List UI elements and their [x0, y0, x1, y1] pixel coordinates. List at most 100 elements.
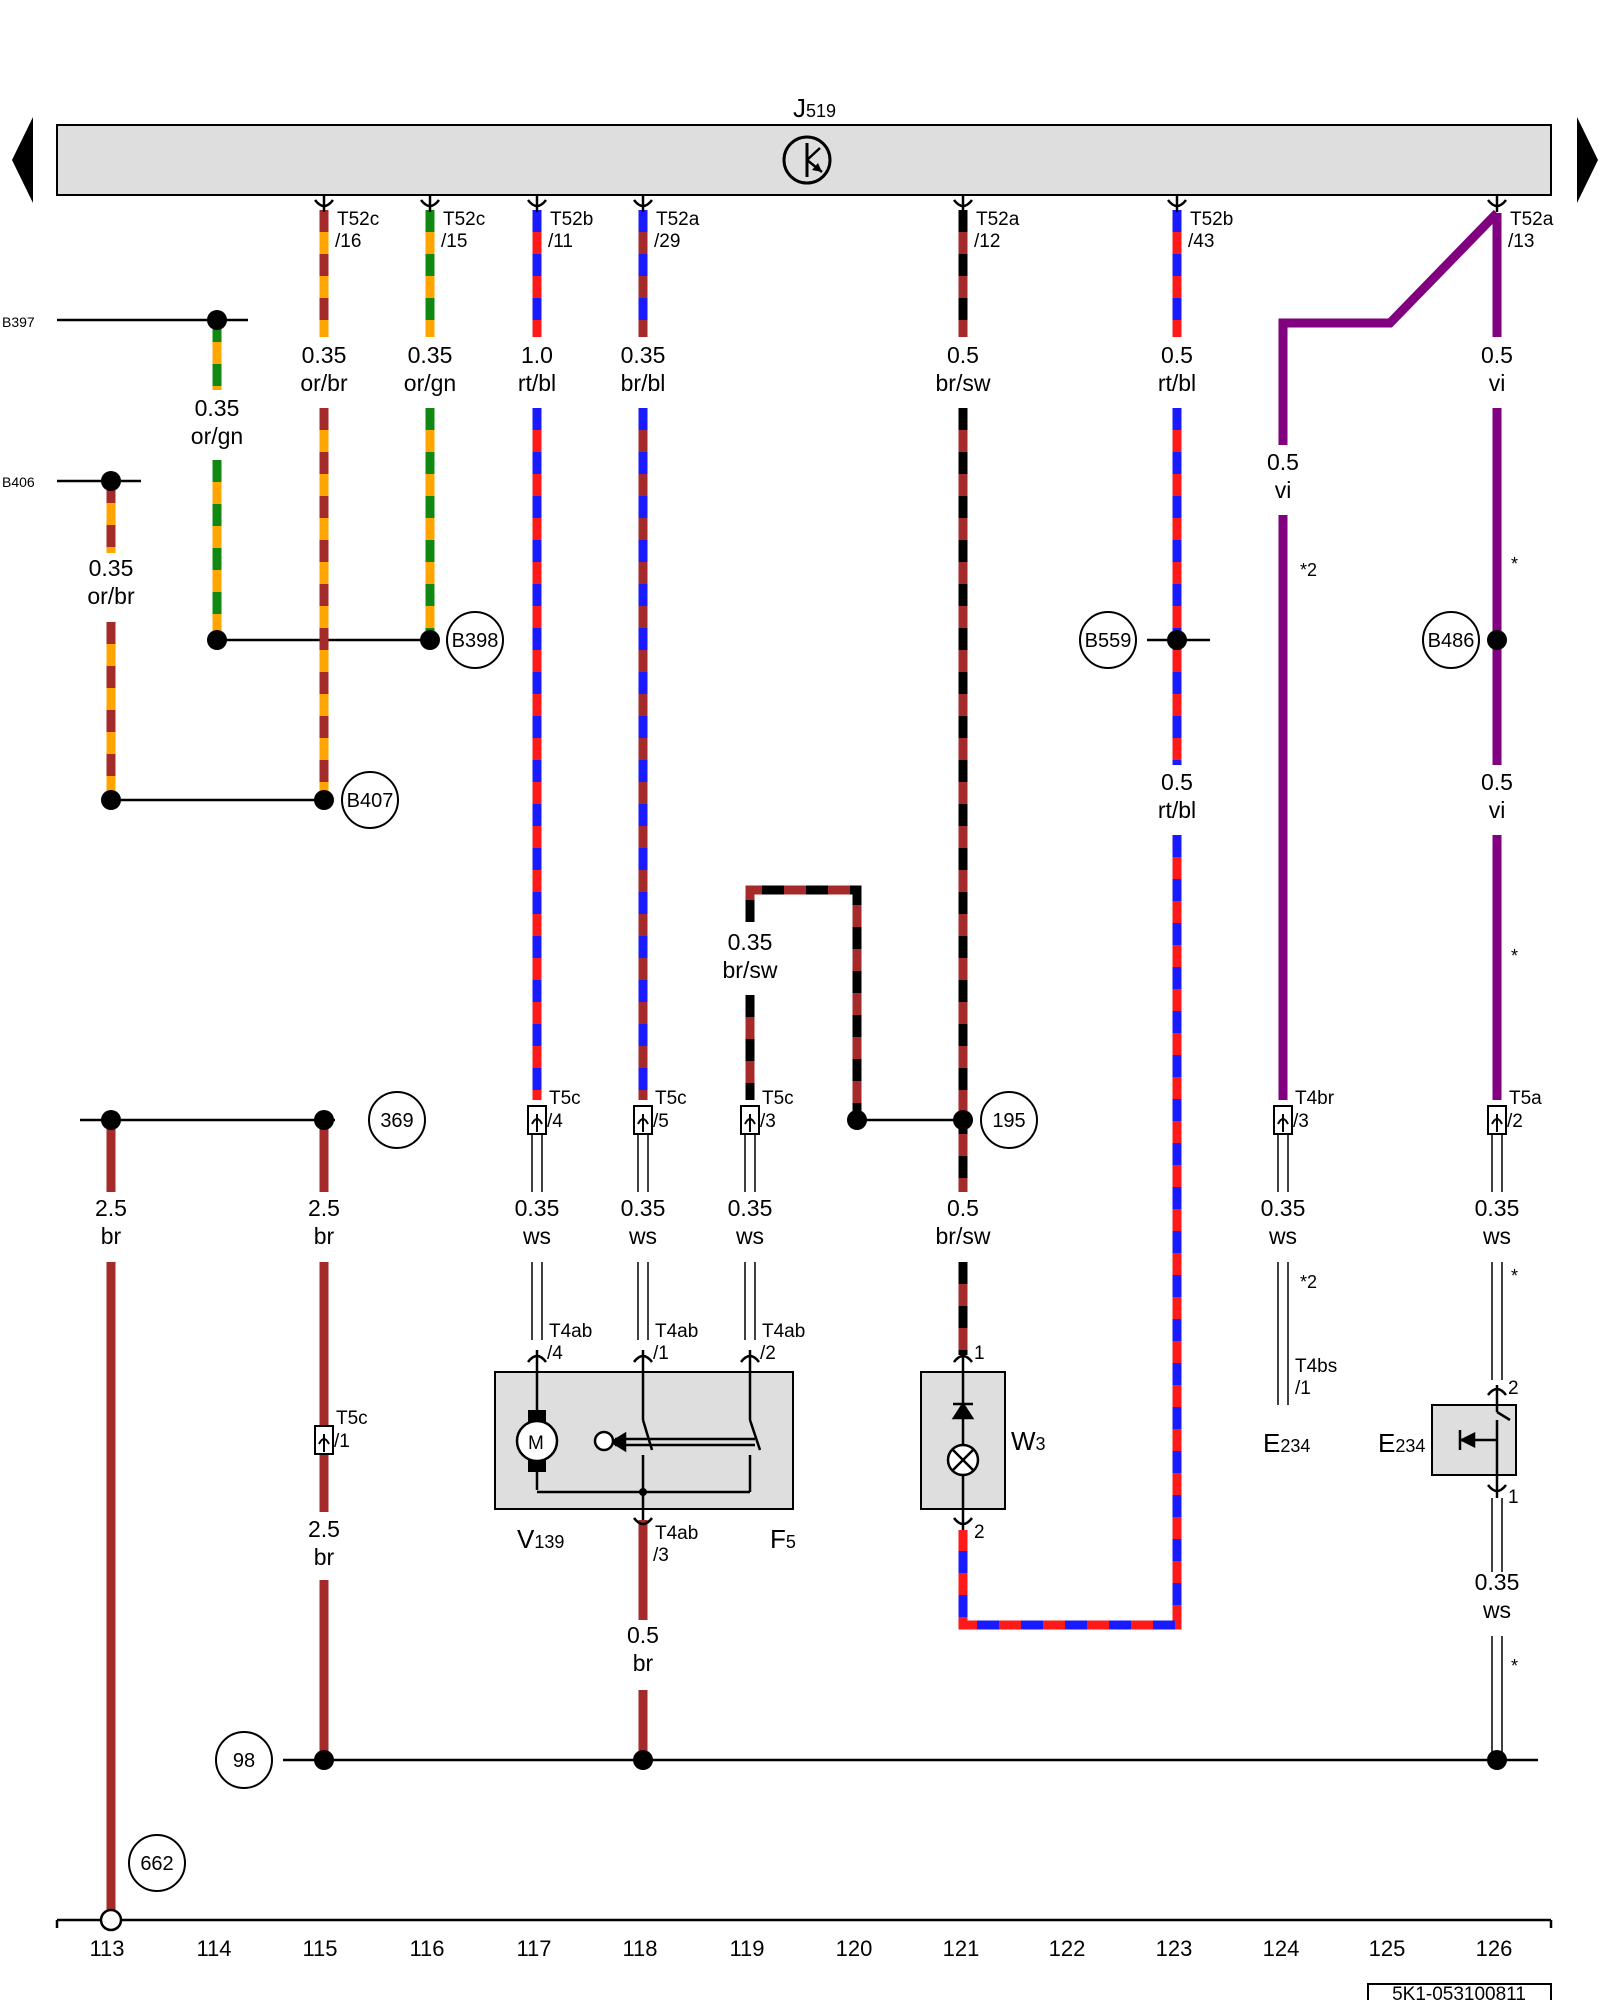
svg-text:/15: /15 — [441, 231, 467, 252]
svg-text:0.5: 0.5 — [947, 342, 979, 368]
connector-box-icon — [314, 1105, 1507, 1455]
svg-text:120: 120 — [836, 1936, 873, 1961]
svg-text:0.35: 0.35 — [621, 342, 666, 368]
svg-text:126: 126 — [1476, 1936, 1513, 1961]
svg-text:T52a: T52a — [976, 209, 1020, 230]
junction-dot — [639, 1488, 647, 1496]
component-label-e234: E234 — [1263, 1428, 1310, 1458]
svg-text:0.35: 0.35 — [1261, 1195, 1306, 1221]
svg-text:T5c: T5c — [336, 1408, 368, 1429]
svg-text:T4ab: T4ab — [549, 1321, 592, 1342]
svg-text:ws: ws — [1482, 1223, 1511, 1249]
svg-text:118: 118 — [622, 1936, 657, 1961]
component-label-e234-switch: E234 — [1378, 1428, 1425, 1458]
svg-text:1.0: 1.0 — [521, 342, 553, 368]
component-label-v139: V139 — [517, 1524, 564, 1554]
reference-label[interactable]: 662 — [140, 1853, 173, 1875]
document-id-box — [1367, 1983, 1552, 2000]
svg-text:/3: /3 — [1293, 1111, 1309, 1132]
svg-text:0.35: 0.35 — [515, 1195, 560, 1221]
arrow-right-icon[interactable] — [1577, 117, 1598, 203]
svg-text:114: 114 — [196, 1936, 231, 1961]
svg-text:rt/bl: rt/bl — [1158, 370, 1196, 396]
edge-label-b406: B406 — [2, 474, 35, 490]
svg-text:124: 124 — [1263, 1936, 1300, 1961]
svg-text:/4: /4 — [547, 1111, 563, 1132]
wire-ws — [531, 1135, 1503, 1760]
wire-br — [106, 1120, 648, 1912]
svg-text:117: 117 — [516, 1936, 551, 1961]
svg-text:T4br: T4br — [1295, 1088, 1335, 1109]
lamp-icon — [946, 1355, 980, 1530]
svg-text:/12: /12 — [974, 231, 1000, 252]
component-label-w3: W3 — [1011, 1426, 1046, 1456]
svg-text:br/sw: br/sw — [723, 957, 778, 983]
svg-text:vi: vi — [1489, 370, 1506, 396]
reference-label[interactable]: B398 — [452, 630, 499, 652]
svg-text:113: 113 — [89, 1936, 124, 1961]
svg-text:2: 2 — [974, 1522, 985, 1543]
reference-label[interactable]: B407 — [347, 790, 394, 812]
svg-text:br/sw: br/sw — [936, 1223, 991, 1249]
reference-label[interactable]: B559 — [1085, 630, 1132, 652]
svg-text:0.35: 0.35 — [1475, 1195, 1520, 1221]
svg-text:T52a: T52a — [656, 209, 700, 230]
component-label-f5: F5 — [770, 1524, 796, 1554]
svg-text:T52c: T52c — [337, 209, 379, 230]
svg-text:1: 1 — [1508, 1487, 1519, 1508]
svg-text:T5c: T5c — [549, 1088, 581, 1109]
svg-text:rt/bl: rt/bl — [518, 370, 556, 396]
footnote-marks: *2 * * *2 * * — [1300, 554, 1518, 1676]
svg-text:0.35: 0.35 — [89, 555, 134, 581]
svg-text:0.5: 0.5 — [1267, 449, 1299, 475]
reference-label[interactable]: B486 — [1428, 630, 1475, 652]
svg-text:vi: vi — [1275, 477, 1292, 503]
svg-text:0.35: 0.35 — [408, 342, 453, 368]
svg-text:T4ab: T4ab — [655, 1523, 698, 1544]
reference-label[interactable]: 98 — [233, 1750, 255, 1772]
reference-label[interactable]: 195 — [992, 1110, 1025, 1132]
connector-labels-lower: T4ab/4 T4ab/1 T4ab/2 T4ab/3 T4bs/1 1 2 2… — [547, 1321, 1519, 1566]
svg-text:ws: ws — [1482, 1597, 1511, 1623]
svg-text:T4ab: T4ab — [655, 1321, 698, 1342]
svg-text:*: * — [1511, 946, 1518, 966]
svg-text:*: * — [1511, 554, 1518, 574]
svg-text:2.5: 2.5 — [95, 1195, 127, 1221]
svg-text:rt/bl: rt/bl — [1158, 797, 1196, 823]
svg-text:/43: /43 — [1188, 231, 1214, 252]
svg-text:0.5: 0.5 — [1161, 342, 1193, 368]
svg-text:br: br — [314, 1544, 335, 1570]
svg-text:2.5: 2.5 — [308, 1516, 340, 1542]
wire-vi — [1278, 209, 1502, 1100]
svg-text:or/br: or/br — [87, 583, 135, 609]
svg-text:0.5: 0.5 — [627, 1622, 659, 1648]
svg-text:/16: /16 — [335, 231, 361, 252]
svg-text:/13: /13 — [1508, 231, 1534, 252]
svg-text:122: 122 — [1049, 1936, 1086, 1961]
svg-text:116: 116 — [409, 1936, 444, 1961]
reference-label[interactable]: 369 — [380, 1110, 413, 1132]
svg-text:/4: /4 — [547, 1343, 563, 1364]
svg-text:br/bl: br/bl — [621, 370, 666, 396]
svg-text:br/sw: br/sw — [936, 370, 991, 396]
svg-text:T5c: T5c — [762, 1088, 794, 1109]
svg-text:/1: /1 — [1295, 1378, 1311, 1399]
svg-text:0.5: 0.5 — [1481, 342, 1513, 368]
svg-text:2.5: 2.5 — [308, 1195, 340, 1221]
svg-text:119: 119 — [729, 1936, 764, 1961]
svg-text:/1: /1 — [653, 1343, 669, 1364]
svg-text:or/br: or/br — [300, 370, 348, 396]
arrow-left-icon[interactable] — [12, 117, 33, 203]
document-id: 5K1-053100811 — [1392, 1984, 1526, 2000]
svg-text:*: * — [1511, 1656, 1518, 1676]
svg-text:0.35: 0.35 — [1475, 1569, 1520, 1595]
connector-labels-top: T52c/16 T52c/15 T52b/11 T52a/29 T52a/12 … — [335, 209, 1554, 252]
svg-text:/1: /1 — [334, 1431, 350, 1452]
svg-text:br: br — [633, 1650, 654, 1676]
reference-circles — [128, 611, 1480, 1892]
svg-text:T4bs: T4bs — [1295, 1356, 1337, 1377]
switch-icon — [537, 1350, 762, 1520]
svg-text:0.5: 0.5 — [1481, 769, 1513, 795]
ground-point — [99, 1908, 123, 1932]
